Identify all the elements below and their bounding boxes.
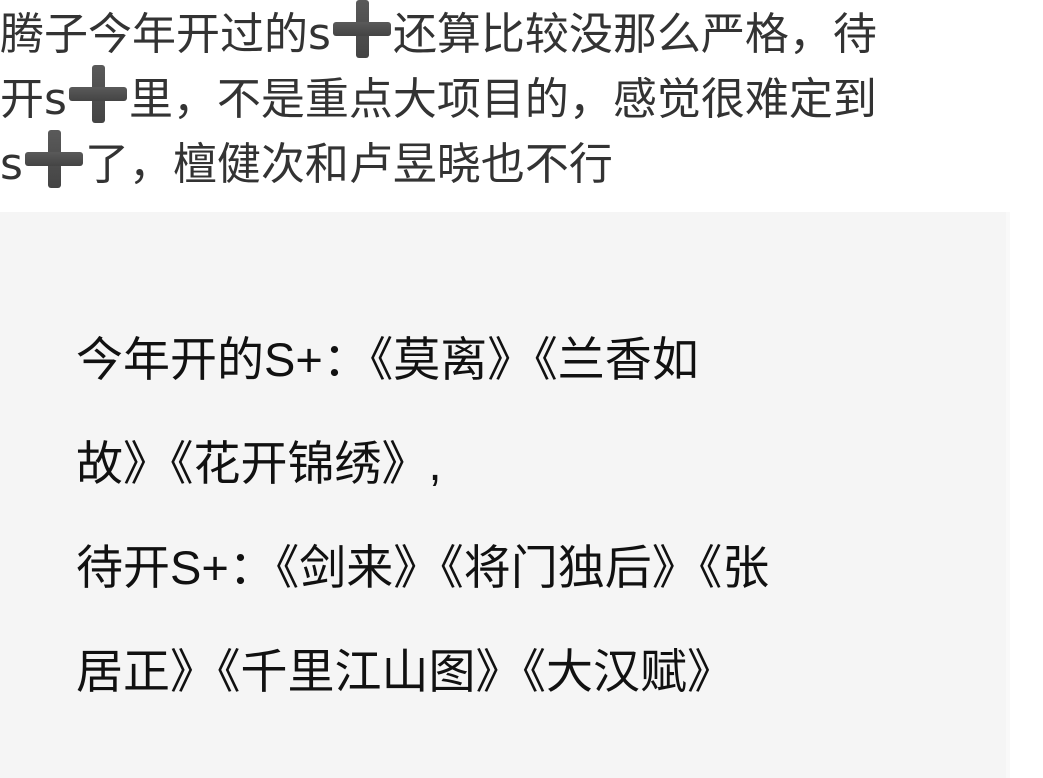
caption-text: 还算比较没那么严格，待 bbox=[392, 9, 877, 60]
heavy-plus-sign-icon bbox=[68, 65, 127, 123]
quoted-line-1: 今年开的S+：《莫离》《兰香如 bbox=[76, 333, 699, 386]
quoted-image[interactable]: 今年开的S+：《莫离》《兰香如 故》《花开锦绣》, 待开S+：《剑来》《将门独后… bbox=[0, 212, 1010, 778]
caption-text: 了，檀健次和卢昱晓也不行 bbox=[84, 139, 613, 190]
quoted-line-4: 居正》《千里江山图》《大汉赋》 bbox=[76, 645, 734, 698]
heavy-plus-sign-icon bbox=[332, 0, 391, 58]
caption-text: s bbox=[0, 139, 23, 190]
quoted-line-2: 故》《花开锦绣》, bbox=[76, 437, 442, 490]
quoted-text-block: 今年开的S+：《莫离》《兰香如 故》《花开锦绣》, 待开S+：《剑来》《将门独后… bbox=[76, 308, 976, 724]
quoted-line-3: 待开S+：《剑来》《将门独后》《张 bbox=[76, 541, 770, 594]
image-edge bbox=[1006, 212, 1010, 778]
heavy-plus-sign-icon bbox=[24, 130, 83, 188]
caption-text: 腾子今年开过的s bbox=[0, 9, 331, 60]
caption-line-3: s 了，檀健次和卢昱晓也不行 bbox=[0, 130, 1043, 195]
caption-text: 里，不是重点大项目的，感觉很难定到 bbox=[128, 74, 877, 125]
caption-line-2: 开s 里，不是重点大项目的，感觉很难定到 bbox=[0, 65, 1043, 130]
caption-line-1: 腾子今年开过的s 还算比较没那么严格，待 bbox=[0, 0, 1043, 65]
caption-text: 开s bbox=[0, 74, 67, 125]
